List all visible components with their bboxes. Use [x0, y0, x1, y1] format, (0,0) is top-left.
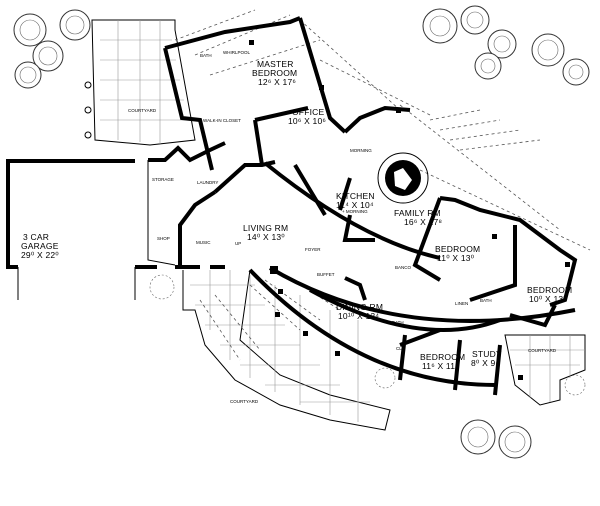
foyer-label: FOYER	[305, 247, 321, 252]
shrub-icon	[149, 274, 175, 300]
storage-label: STORAGE	[152, 177, 174, 182]
music-label: MUSIC	[196, 240, 211, 245]
garage-size: 29⁰ X 22⁰	[21, 250, 59, 260]
tree-icon	[460, 419, 496, 455]
dining-rm-size: 10¹⁰ X 12⁴	[338, 311, 379, 321]
rotunda	[377, 152, 429, 204]
dining-rm-label: DINING RM	[336, 302, 383, 312]
courtyard-bottom-label: COURTYARD	[230, 399, 259, 404]
bath-right-label: BATH	[480, 298, 492, 303]
courtyard-bottom	[182, 269, 391, 431]
master-bedroom-size: 12⁶ X 17⁶	[258, 77, 296, 87]
shrub-icon	[564, 374, 586, 396]
kitchen-label: KITCHEN	[336, 191, 375, 201]
office-size: 10⁶ X 10⁶	[288, 116, 326, 126]
shop-label: SHOP	[157, 236, 170, 241]
tree-icon	[562, 58, 590, 86]
tree-icon	[498, 425, 532, 459]
master-bedroom-label: MASTER	[257, 59, 294, 69]
courtyard-right	[504, 334, 586, 406]
tree-icon	[422, 8, 458, 44]
tree-icon	[14, 61, 42, 89]
room-labels: 3 CAR GARAGE 29⁰ X 22⁰ MASTER BEDROOM 12…	[21, 59, 572, 371]
office-label: OFFICE	[292, 107, 324, 117]
kitchen-note: + MORNING	[342, 209, 368, 214]
bedroom-right-label: BEDROOM	[527, 285, 572, 295]
minor-labels: COURTYARD COURTYARD COURTYARD BATH BATH …	[128, 50, 557, 404]
family-rm-label: FAMILY RM	[394, 208, 441, 218]
courtyard-right-label: COURTYARD	[528, 348, 557, 353]
whirlpool-label: WHIRLPOOL	[223, 50, 251, 55]
garage-label-2: GARAGE	[21, 241, 59, 251]
tree-icon	[13, 13, 47, 47]
living-rm-size: 14⁰ X 13⁰	[247, 232, 285, 242]
tree-icon	[460, 5, 490, 35]
bedroom-low-size: 11⁶ X 11⁸	[422, 361, 459, 371]
tree-icon	[59, 9, 91, 41]
stair-up-label: UP	[235, 241, 241, 246]
pergola	[174, 9, 591, 361]
posts	[249, 40, 570, 380]
shrub-icon	[374, 367, 396, 389]
tree-icon	[474, 52, 502, 80]
bedroom-mid-label: BEDROOM	[435, 244, 480, 254]
master-bedroom-label-2: BEDROOM	[252, 68, 297, 78]
closet-label: CL	[396, 346, 402, 351]
bath-top-label: BATH	[200, 53, 212, 58]
courtyard-top	[84, 19, 196, 146]
study-label: STUDY	[472, 349, 502, 359]
trees	[13, 5, 590, 459]
kitchen-size: 11⁴ X 10⁴	[336, 200, 374, 210]
tree-icon	[32, 40, 64, 72]
walk-in-closet-label: WALK-IN CLOSET	[203, 118, 241, 123]
tree-icon	[531, 33, 565, 67]
tree-icon	[487, 29, 517, 59]
banco-label: BANCO	[395, 265, 412, 270]
living-rm-label: LIVING RM	[243, 223, 288, 233]
bedroom-low-label: BEDROOM	[420, 352, 465, 362]
bedroom-right-size: 10⁰ X 13⁰	[529, 294, 567, 304]
garage-label: 3 CAR	[23, 232, 49, 242]
buffet-label: BUFFET	[317, 272, 335, 277]
courtyard-top-label: COURTYARD	[128, 108, 157, 113]
family-rm-size: 16⁶ X 17⁸	[404, 217, 442, 227]
bath-low-label: BATH	[392, 320, 404, 325]
linen-label: LINEN	[455, 301, 468, 306]
bedroom-mid-size: 11⁰ X 13⁰	[437, 253, 475, 263]
morning-label: MORNING	[350, 148, 372, 153]
study-size: 8⁰ X 9⁴	[471, 358, 499, 368]
walls	[6, 16, 578, 396]
laundry-label: LAUNDRY	[197, 180, 218, 185]
